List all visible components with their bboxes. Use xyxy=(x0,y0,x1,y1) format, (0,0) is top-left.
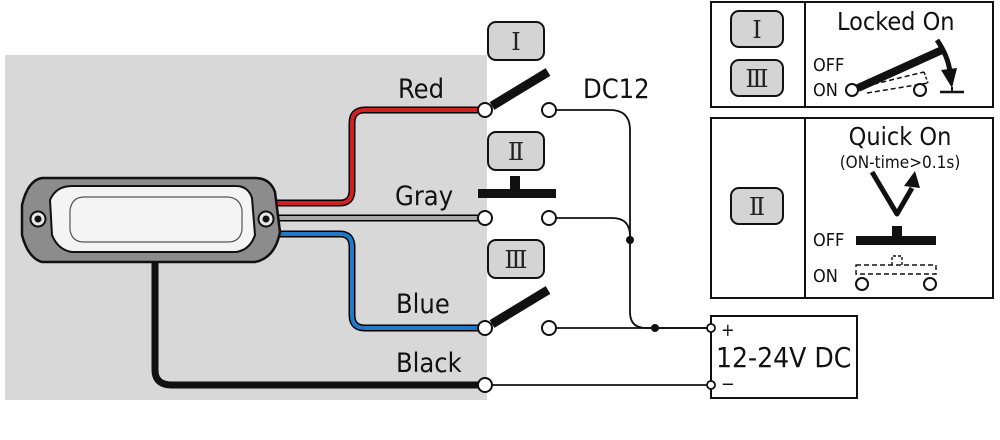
gray-wire-label: Gray xyxy=(395,181,453,212)
press-release-arrow-icon xyxy=(869,170,915,217)
dc12-label: DC12 xyxy=(583,74,650,105)
legend-switch-3-button xyxy=(730,59,784,97)
legend-quick-on: Ⅱ Quick On (ON-time>0.1s) OFF ON xyxy=(710,117,994,299)
black-wire-terminal xyxy=(477,377,493,393)
blue-wire-label: Blue xyxy=(396,289,450,320)
switch-1-label: Ⅰ xyxy=(511,28,520,56)
quick-on-subtitle: (ON-time>0.1s) xyxy=(840,153,961,173)
locked-off-label: OFF xyxy=(813,55,844,76)
switch-1-button xyxy=(487,21,545,61)
switch-1: Ⅰ xyxy=(477,21,557,118)
red-wire-label: Red xyxy=(398,74,444,105)
legend-switch-1-label: Ⅰ xyxy=(752,16,761,44)
legend-locked-on: Ⅰ Ⅲ Locked On OFF ON xyxy=(710,1,994,108)
mounting-screw-left xyxy=(29,210,47,228)
legend-switch-1-button xyxy=(730,10,784,48)
circuit-lines xyxy=(492,109,707,386)
black-wire-label: Black xyxy=(396,348,462,379)
quick-on-title: Quick On xyxy=(849,122,952,151)
red-wire xyxy=(271,106,482,207)
switch-2-label: Ⅱ xyxy=(508,138,524,166)
mounting-screw-right xyxy=(257,210,275,228)
quick-off-label: OFF xyxy=(813,230,844,251)
power-supply-plus: + xyxy=(721,320,735,341)
switch-3-button xyxy=(487,239,545,279)
power-supply: + − 12-24V DC xyxy=(706,315,858,399)
quick-on-label: ON xyxy=(813,266,838,287)
switch-2: Ⅱ xyxy=(477,131,557,226)
black-wire xyxy=(151,262,478,389)
legend-switch-3-label: Ⅲ xyxy=(745,65,768,93)
locked-on-label: ON xyxy=(813,80,838,101)
blue-wire xyxy=(271,230,482,332)
switch-3: Ⅲ xyxy=(477,239,557,336)
power-supply-label: 12-24V DC xyxy=(716,341,851,374)
legend-switch-2-label: Ⅱ xyxy=(749,193,765,221)
light-device xyxy=(20,176,282,264)
power-supply-minus: − xyxy=(721,374,735,395)
switch-3-label: Ⅲ xyxy=(504,246,527,274)
legend-switch-2-button xyxy=(730,187,784,225)
junction-dot xyxy=(626,236,634,244)
switch-2-button xyxy=(487,131,545,171)
locked-on-title: Locked On xyxy=(837,7,955,36)
junction-dot xyxy=(651,324,659,332)
